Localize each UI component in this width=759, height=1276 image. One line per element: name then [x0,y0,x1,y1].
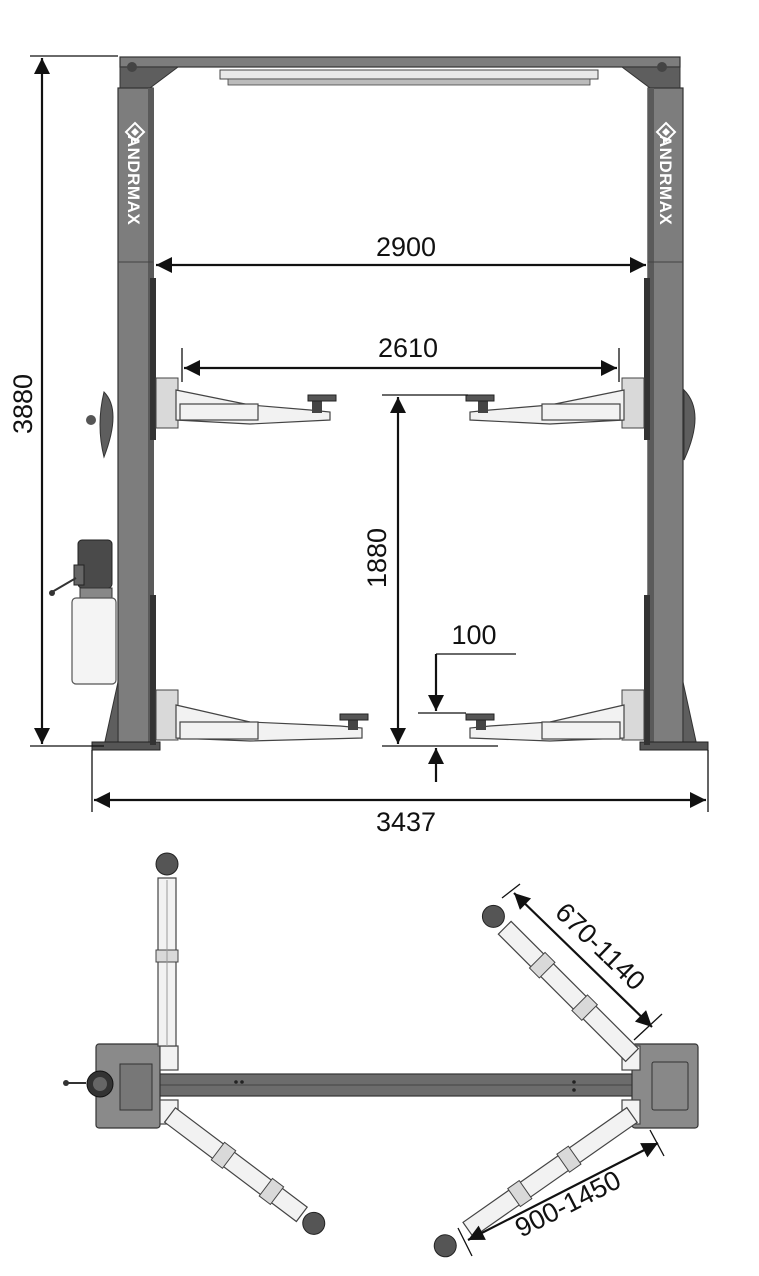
brand-logo-left [124,121,146,143]
front-view: ANDRMAX ANDRMAX [8,55,709,837]
brand-logo-right [655,121,677,143]
dimension-long-arm-range: 900-1450 [457,1129,665,1257]
dimension-label-2610: 2610 [378,333,438,363]
left-bottom-arm [163,1106,326,1235]
dimension-overall-width: 3437 [91,750,709,837]
dimension-arm-span: 2610 [181,333,620,382]
left-column-brand: ANDRMAX [124,135,143,226]
right-lower-arm [465,689,645,742]
top-view: 670-1140 900-1450 [63,852,699,1258]
left-upper-arm [155,377,337,429]
right-column-brand: ANDRMAX [656,135,675,226]
power-unit [49,539,117,685]
dimension-label-100: 100 [451,620,496,650]
dimension-overall-height: 3880 [8,55,118,747]
left-base-plate [63,1043,179,1129]
left-column: ANDRMAX [86,87,161,751]
overhead-beam [119,56,681,89]
dimension-min-height: 100 [418,620,516,782]
dimension-lift-height: 1880 [362,394,498,747]
dimension-label-3437: 3437 [376,807,436,837]
dimension-label-1880: 1880 [362,528,392,588]
right-base-plate [621,1043,699,1129]
left-lower-arm [155,689,369,742]
dimension-inner-width: 2900 [156,232,646,273]
dimension-label-3880: 3880 [8,374,38,434]
right-upper-arm [465,377,645,429]
dimension-label-2900: 2900 [376,232,436,262]
left-top-arm [155,852,179,1047]
right-column: ANDRMAX [639,87,709,751]
